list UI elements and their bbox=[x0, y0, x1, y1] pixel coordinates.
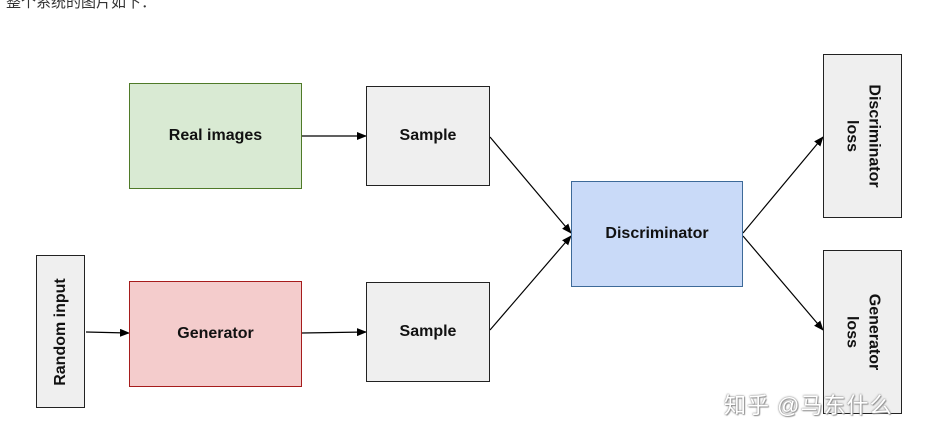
sample-top-label: Sample bbox=[399, 127, 457, 144]
generator-box: Generator bbox=[129, 281, 302, 387]
arrow-sample-bottom-to-discriminator bbox=[489, 235, 572, 331]
sample-bottom-label: Sample bbox=[399, 323, 457, 340]
arrow-random-to-generator bbox=[85, 328, 130, 337]
discriminator-loss-label: Discriminator loss bbox=[843, 84, 883, 188]
random-input-label: Random input bbox=[51, 277, 69, 386]
arrow-sample-top-to-discriminator bbox=[489, 136, 572, 234]
discriminator-loss-box: Discriminator loss bbox=[823, 54, 902, 218]
caption-text: 整个系统的图片如下： bbox=[6, 0, 157, 11]
sample-bottom-box: Sample bbox=[366, 282, 490, 382]
real-images-box: Real images bbox=[129, 83, 302, 189]
arrow-discriminator-to-dloss bbox=[742, 136, 824, 234]
discriminator-box: Discriminator bbox=[571, 181, 743, 287]
real-images-label: Real images bbox=[168, 127, 263, 144]
zhihu-watermark: 知乎 @马东什么 bbox=[724, 393, 893, 418]
generator-loss-label: Generator loss bbox=[843, 293, 883, 371]
arrow-discriminator-to-gloss bbox=[742, 235, 824, 331]
sample-top-box: Sample bbox=[366, 86, 490, 186]
generator-loss-box: Generator loss bbox=[823, 250, 902, 414]
generator-label: Generator bbox=[177, 325, 254, 342]
arrow-generator-to-sample bbox=[301, 328, 367, 337]
discriminator-label: Discriminator bbox=[605, 225, 709, 242]
random-input-box: Random input bbox=[36, 255, 85, 408]
